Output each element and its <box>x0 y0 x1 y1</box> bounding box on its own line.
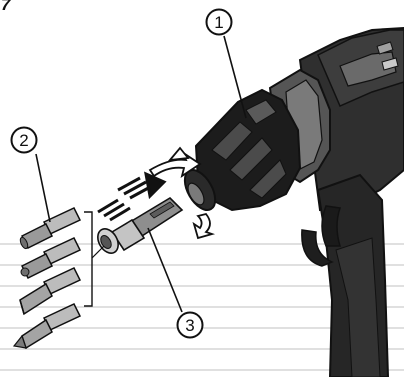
rotation-arrows <box>148 146 216 240</box>
figure-number: 7 <box>1 0 11 14</box>
bit-slotted <box>19 267 82 316</box>
callout-2: 2 <box>10 126 51 223</box>
callout-1-label: 1 <box>214 13 223 32</box>
bit-torx <box>20 237 82 280</box>
callout-2-label: 2 <box>19 131 28 150</box>
screwdriver-bits <box>12 207 105 350</box>
bit-holder <box>97 196 184 254</box>
bit-phillips <box>12 303 82 350</box>
callout-3-label: 3 <box>185 316 194 335</box>
insertion-arrow-icon <box>97 171 167 222</box>
callout-3: 3 <box>147 227 204 339</box>
power-tool <box>183 26 404 377</box>
bit-hex <box>19 207 82 250</box>
callout-1: 1 <box>205 8 247 119</box>
